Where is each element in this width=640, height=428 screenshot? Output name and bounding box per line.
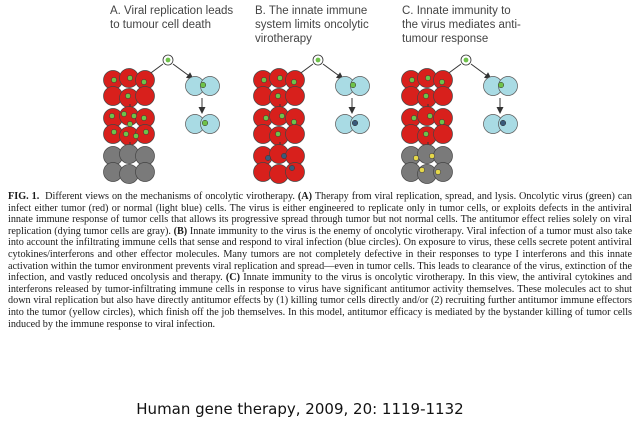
virus-particle [127, 75, 133, 81]
virus-particle [133, 133, 139, 139]
panel-b-title: B. The innate immune system limits oncol… [255, 5, 369, 45]
virus-particle [423, 131, 429, 137]
caption-c-text: Innate immunity to the virus is oncolyti… [8, 272, 633, 330]
tumor-cell [285, 162, 305, 182]
virus-particle [425, 75, 431, 81]
panel-a-title: A. Viral replication leads to tumour cel… [110, 5, 234, 31]
cell-diagram [103, 54, 518, 184]
virus-particle [123, 131, 129, 137]
virus-particle [131, 113, 137, 119]
virus-particle [125, 93, 131, 99]
arrow-to-normal [172, 63, 194, 80]
caption-a-text: Therapy from viral replication, spread, … [8, 191, 632, 237]
caption-a-label: (A) [297, 191, 313, 202]
virus-source-icon [312, 54, 324, 66]
virus-particle [291, 79, 297, 85]
dead-tumor-cell [433, 162, 453, 182]
tumor-cell [285, 86, 305, 106]
caption-b-text: Innate immunity to the virus is the enem… [8, 225, 633, 284]
virus-particle [439, 79, 445, 85]
virus-particle [199, 81, 207, 89]
panel-c-title: C. Innate immunity to the virus mediates… [402, 5, 521, 45]
citation: Human gene therapy, 2009, 20: 1119-1132 [136, 400, 464, 418]
arrow-to-normal [322, 63, 344, 80]
virus-particle [109, 113, 115, 119]
virus-particle [275, 131, 281, 137]
tumor-cell [285, 124, 305, 144]
virus-icon [463, 57, 469, 63]
virus-particle [127, 121, 133, 127]
virus-particle [281, 153, 287, 159]
virus-icon [165, 57, 171, 63]
virus-particle [411, 115, 417, 121]
virus-particle [419, 167, 425, 173]
virus-particle [289, 165, 295, 171]
normal-cell [200, 114, 220, 134]
virus-particle [351, 119, 359, 127]
dead-tumor-cell [135, 162, 155, 182]
virus-particle [439, 119, 445, 125]
virus-particle [413, 155, 419, 161]
virus-particle [423, 93, 429, 99]
virus-particle [143, 129, 149, 135]
virus-particle [429, 153, 435, 159]
caption-b-label: (B) [173, 225, 188, 237]
virus-particle [111, 129, 117, 135]
arrow-to-normal [470, 63, 492, 80]
figure-illustration: A. Viral replication leads to tumour cel… [0, 0, 640, 200]
figure-label: FIG. 1. [8, 191, 40, 202]
virus-particle [141, 79, 147, 85]
virus-source-icon [460, 54, 472, 66]
normal-cell [350, 114, 370, 134]
virus-particle [201, 119, 209, 127]
virus-particle [291, 119, 297, 125]
virus-icon [315, 57, 321, 63]
normal-cell [498, 114, 518, 134]
virus-source-icon [162, 54, 174, 66]
virus-particle [261, 77, 267, 83]
virus-particle [279, 113, 285, 119]
virus-particle [121, 111, 127, 117]
virus-particle [427, 113, 433, 119]
tumor-cell [433, 86, 453, 106]
virus-particle [277, 75, 283, 81]
virus-particle [435, 169, 441, 175]
virus-particle [141, 115, 147, 121]
caption-c-label: (C) [225, 272, 241, 284]
virus-particle [275, 93, 281, 99]
caption-intro: Different views on the mechanisms of onc… [45, 191, 295, 202]
virus-particle [497, 81, 505, 89]
virus-particle [111, 77, 117, 83]
virus-particle [265, 155, 271, 161]
virus-particle [409, 77, 415, 83]
tumor-cell [433, 124, 453, 144]
tumor-cell [135, 86, 155, 106]
figure-caption: FIG. 1. Different views on the mechanism… [8, 191, 632, 330]
virus-particle [349, 81, 357, 89]
virus-particle [263, 115, 269, 121]
virus-particle [499, 119, 507, 127]
